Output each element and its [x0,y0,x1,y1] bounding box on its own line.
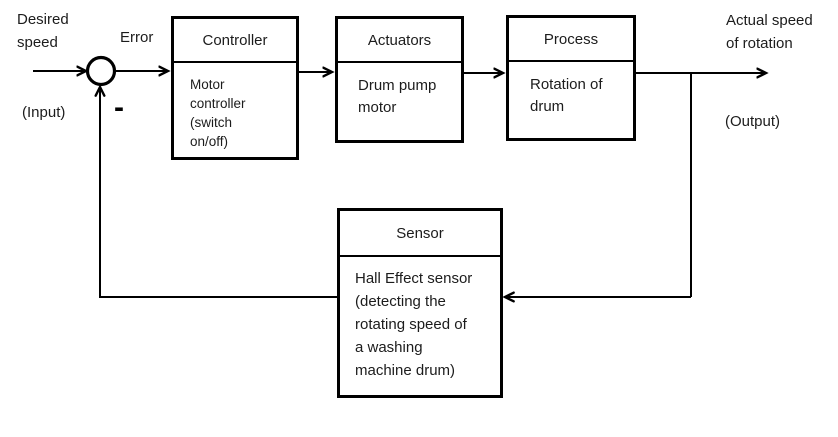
actuators-block: Actuators Drum pump motor [335,16,464,143]
process-block-body: Rotation of drum [530,76,603,115]
minus-sign: - [114,91,124,124]
controller-block-title: Controller [174,19,296,63]
actual-speed-label: Actual speed of rotation [726,12,813,52]
output-annotation: (Output) [725,113,781,130]
controller-block-body: Motor controller (switch on/off) [190,77,246,149]
sensor-block-title: Sensor [340,211,500,257]
sensor-block: Sensor Hall Effect sensor (detecting the… [337,208,503,398]
input-annotation: (Input) [22,104,66,121]
summing-junction [85,55,117,87]
sensor-block-body: Hall Effect sensor (detecting the rotati… [355,270,473,379]
actuators-block-title: Actuators [338,19,461,63]
process-block: Process Rotation of drum [506,15,636,141]
actuators-block-body: Drum pump motor [358,77,437,116]
process-block-title: Process [509,18,633,62]
desired-speed-label: Desired speed [17,11,69,51]
controller-block: Controller Motor controller (switch on/o… [171,16,299,160]
error-label: Error [120,29,154,46]
